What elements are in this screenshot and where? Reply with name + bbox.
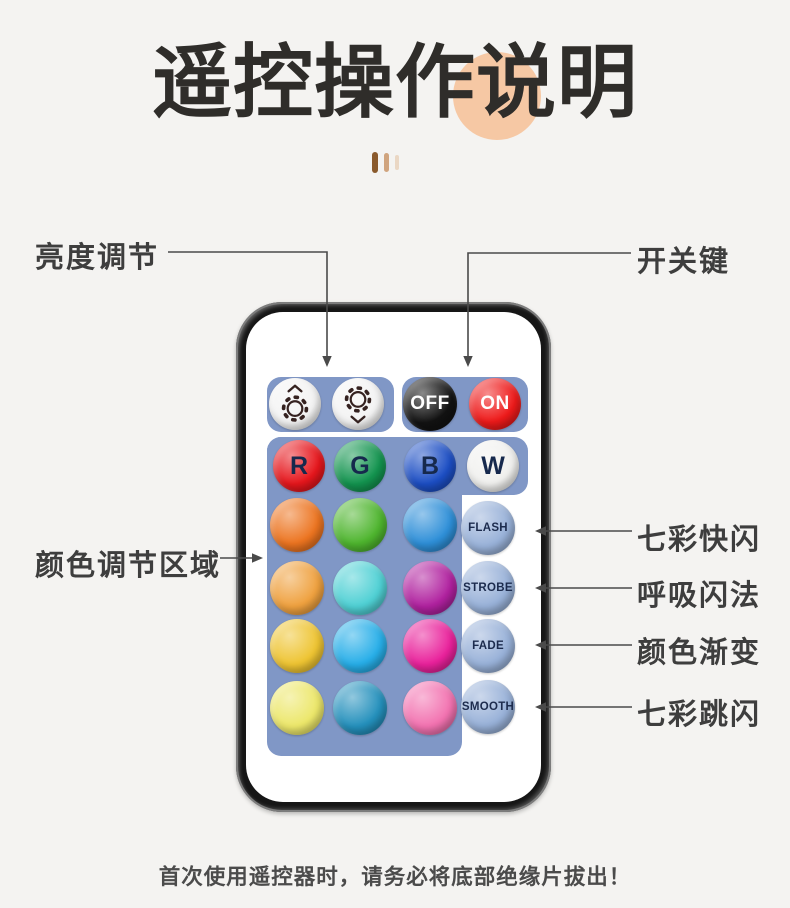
brightness-up-icon <box>281 384 309 422</box>
fade-button[interactable]: FADE <box>461 619 515 673</box>
decor-bar <box>395 154 399 170</box>
label-brightness: 亮度调节 <box>35 242 160 274</box>
label-fade-mode: 颜色渐变 <box>637 637 762 669</box>
red-button[interactable]: R <box>273 440 325 492</box>
brightness-down-icon <box>344 386 372 424</box>
blue-button[interactable]: B <box>404 440 456 492</box>
color-button[interactable] <box>403 619 457 673</box>
color-button[interactable] <box>333 681 387 735</box>
green-button[interactable]: G <box>334 440 386 492</box>
color-button[interactable] <box>270 498 324 552</box>
label-power: 开关键 <box>637 246 731 278</box>
title-highlight-circle <box>453 52 541 140</box>
label-smooth-mode: 七彩跳闪 <box>637 699 762 731</box>
color-button[interactable] <box>403 561 457 615</box>
remote-control: OFF ON R G B W FLASH STROBE FADE SMOOTH <box>236 302 551 812</box>
color-button[interactable] <box>333 498 387 552</box>
color-button[interactable] <box>403 681 457 735</box>
color-button[interactable] <box>270 561 324 615</box>
color-button[interactable] <box>333 561 387 615</box>
flash-button[interactable]: FLASH <box>461 501 515 555</box>
page-title: 遥控操作说明 <box>152 38 638 127</box>
label-flash-mode: 七彩快闪 <box>637 524 762 556</box>
strobe-button[interactable]: STROBE <box>461 561 515 615</box>
decor-bar <box>384 152 389 172</box>
footer-note: 首次使用遥控器时，请务必将底部绝缘片拔出！ <box>158 865 632 889</box>
color-button[interactable] <box>333 619 387 673</box>
label-strobe-mode: 呼吸闪法 <box>637 580 762 612</box>
smooth-button[interactable]: SMOOTH <box>461 680 515 734</box>
title-decor-bars <box>372 150 399 174</box>
decor-bar <box>372 151 378 173</box>
on-button[interactable]: ON <box>469 378 521 430</box>
brightness-up-button[interactable] <box>269 378 321 430</box>
label-color-area: 颜色调节区域 <box>35 550 222 582</box>
color-button[interactable] <box>270 681 324 735</box>
brightness-down-button[interactable] <box>332 378 384 430</box>
white-button[interactable]: W <box>467 440 519 492</box>
color-button[interactable] <box>270 619 324 673</box>
off-button[interactable]: OFF <box>403 377 457 431</box>
color-button[interactable] <box>403 498 457 552</box>
